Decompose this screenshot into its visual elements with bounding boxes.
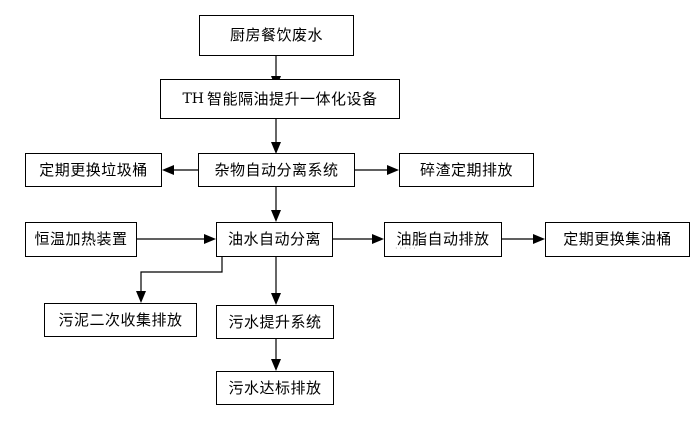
node-sewage-lifting-system[interactable]: 污水提升系统	[216, 305, 334, 339]
node-sludge-secondary-collection-discharge[interactable]: 污泥二次收集排放	[44, 303, 197, 337]
arrowhead-n3-n5	[387, 165, 399, 175]
node-scheduled-slag-discharge[interactable]: 碎渣定期排放	[399, 153, 534, 187]
node-label: 碎渣定期排放	[419, 160, 513, 179]
node-label: 杂物自动分离系统	[214, 160, 339, 179]
node-label: 定期更换垃圾桶	[39, 160, 148, 179]
node-label: 污水提升系统	[228, 312, 322, 331]
arrowhead-n7-n8	[372, 234, 384, 244]
node-label: 定期更换集油桶	[563, 230, 672, 248]
node-kitchen-wastewater[interactable]: 厨房餐饮废水	[199, 15, 354, 56]
node-constant-temperature-heating-device[interactable]: 恒温加热装置	[25, 222, 137, 257]
node-label: 恒温加热装置	[34, 230, 128, 248]
arrowhead-n7-n10	[136, 291, 146, 303]
node-periodic-trash-bin-replacement[interactable]: 定期更换垃圾桶	[25, 153, 162, 187]
edge-n7-n10	[140, 257, 223, 293]
node-automatic-grease-discharge[interactable]: 油脂自动排放 ·····	[384, 222, 502, 257]
node-label: 污泥二次收集排放	[58, 310, 183, 329]
node-debris-auto-separation-system[interactable]: 杂物自动分离系统	[198, 153, 355, 187]
node-periodic-oil-drum-replacement[interactable]: 定期更换集油桶	[545, 222, 690, 257]
arrowhead-n7-n11	[271, 293, 281, 305]
node-label: 污水达标排放	[228, 378, 322, 397]
arrowhead-n8-n9	[533, 234, 545, 244]
arrowhead-n2-n3	[271, 142, 281, 154]
node-label: 油脂自动排放	[396, 230, 490, 248]
node-label: 油水自动分离	[227, 230, 321, 248]
arrowhead-n3-n7	[271, 210, 281, 222]
node-compliant-sewage-discharge[interactable]: 污水达标排放	[216, 371, 334, 405]
texture-artifact-dots: ·····	[395, 244, 418, 253]
node-label: 智能隔油提升一体化设备	[207, 89, 378, 108]
node-label: 厨房餐饮废水	[229, 26, 323, 44]
node-prefix: TH	[182, 91, 205, 107]
arrowhead-n6-n7	[204, 234, 216, 244]
node-th-integrated-oil-separation-equipment[interactable]: TH 智能隔油提升一体化设备	[160, 79, 400, 119]
arrowhead-n11-n12	[271, 359, 281, 371]
node-oil-water-auto-separation[interactable]: 油水自动分离	[216, 222, 333, 257]
arrowhead-n3-n4	[162, 165, 174, 175]
